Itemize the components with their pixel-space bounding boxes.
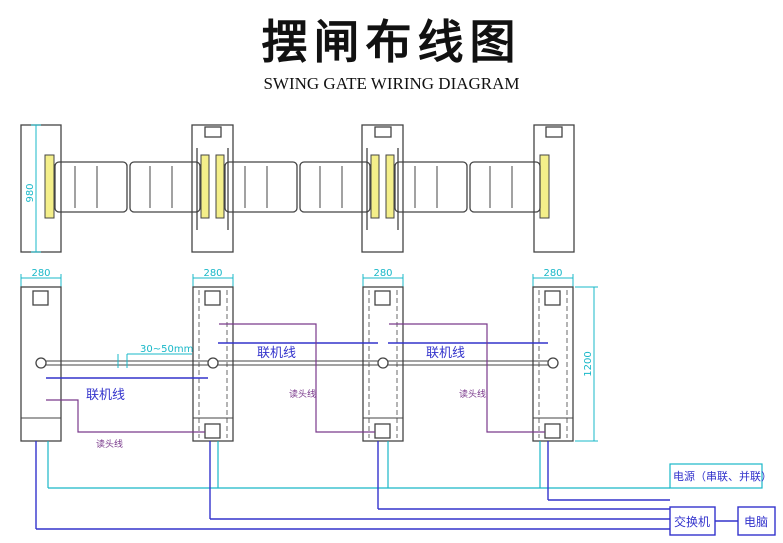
top-square-2 [204,126,222,138]
dim-height-top: 980 [25,183,36,202]
computer-label: 电脑 [744,515,768,529]
top-bar-2b [215,154,225,219]
top-bar-3b [385,154,395,219]
link-wires [35,342,776,536]
link-cable-label-1: 联机线 [86,388,125,403]
title-chinese: 摆闸布线图 [261,15,522,69]
dim-spacing: 30~50mm [140,344,193,355]
power-wires [47,441,763,489]
bottom-view [20,274,574,442]
top-bar-3a [370,154,380,219]
top-pillar-2 [191,124,234,253]
dim-width-4: 280 [543,268,562,279]
bottom-pillar-2 [192,286,234,442]
bottom-pillar-1 [20,286,62,442]
top-square-3 [374,126,392,138]
top-square-4 [545,126,563,138]
reader-cable-label-1: 读头线 [96,438,123,450]
top-view [20,124,575,253]
top-bar-2a [200,154,210,219]
dim-width-3: 280 [373,268,392,279]
gate-panels [54,161,541,213]
dim-width-1: 280 [31,268,50,279]
reader-cable-label-3: 读头线 [459,388,486,400]
link-cable-label-3: 联机线 [426,346,465,361]
link-cable-label-2: 联机线 [257,346,296,361]
bottom-pillar-3 [362,286,404,442]
top-bar-1 [44,154,55,219]
dimension-980 [31,124,41,253]
top-bar-4 [539,154,550,219]
top-pillar-4 [533,124,575,253]
title-english: SWING GATE WIRING DIAGRAM [263,74,520,93]
reader-cable-label-2: 读头线 [289,388,316,400]
reader-wires [46,323,545,433]
dimension-1200 [575,286,598,442]
top-pillar-3 [361,124,404,253]
power-label: 电源（串联、并联） [673,469,772,483]
dim-height-bottom: 1200 [583,351,594,376]
dim-width-2: 280 [203,268,222,279]
switch-label: 交换机 [674,514,710,529]
bottom-pillar-4 [532,286,574,442]
